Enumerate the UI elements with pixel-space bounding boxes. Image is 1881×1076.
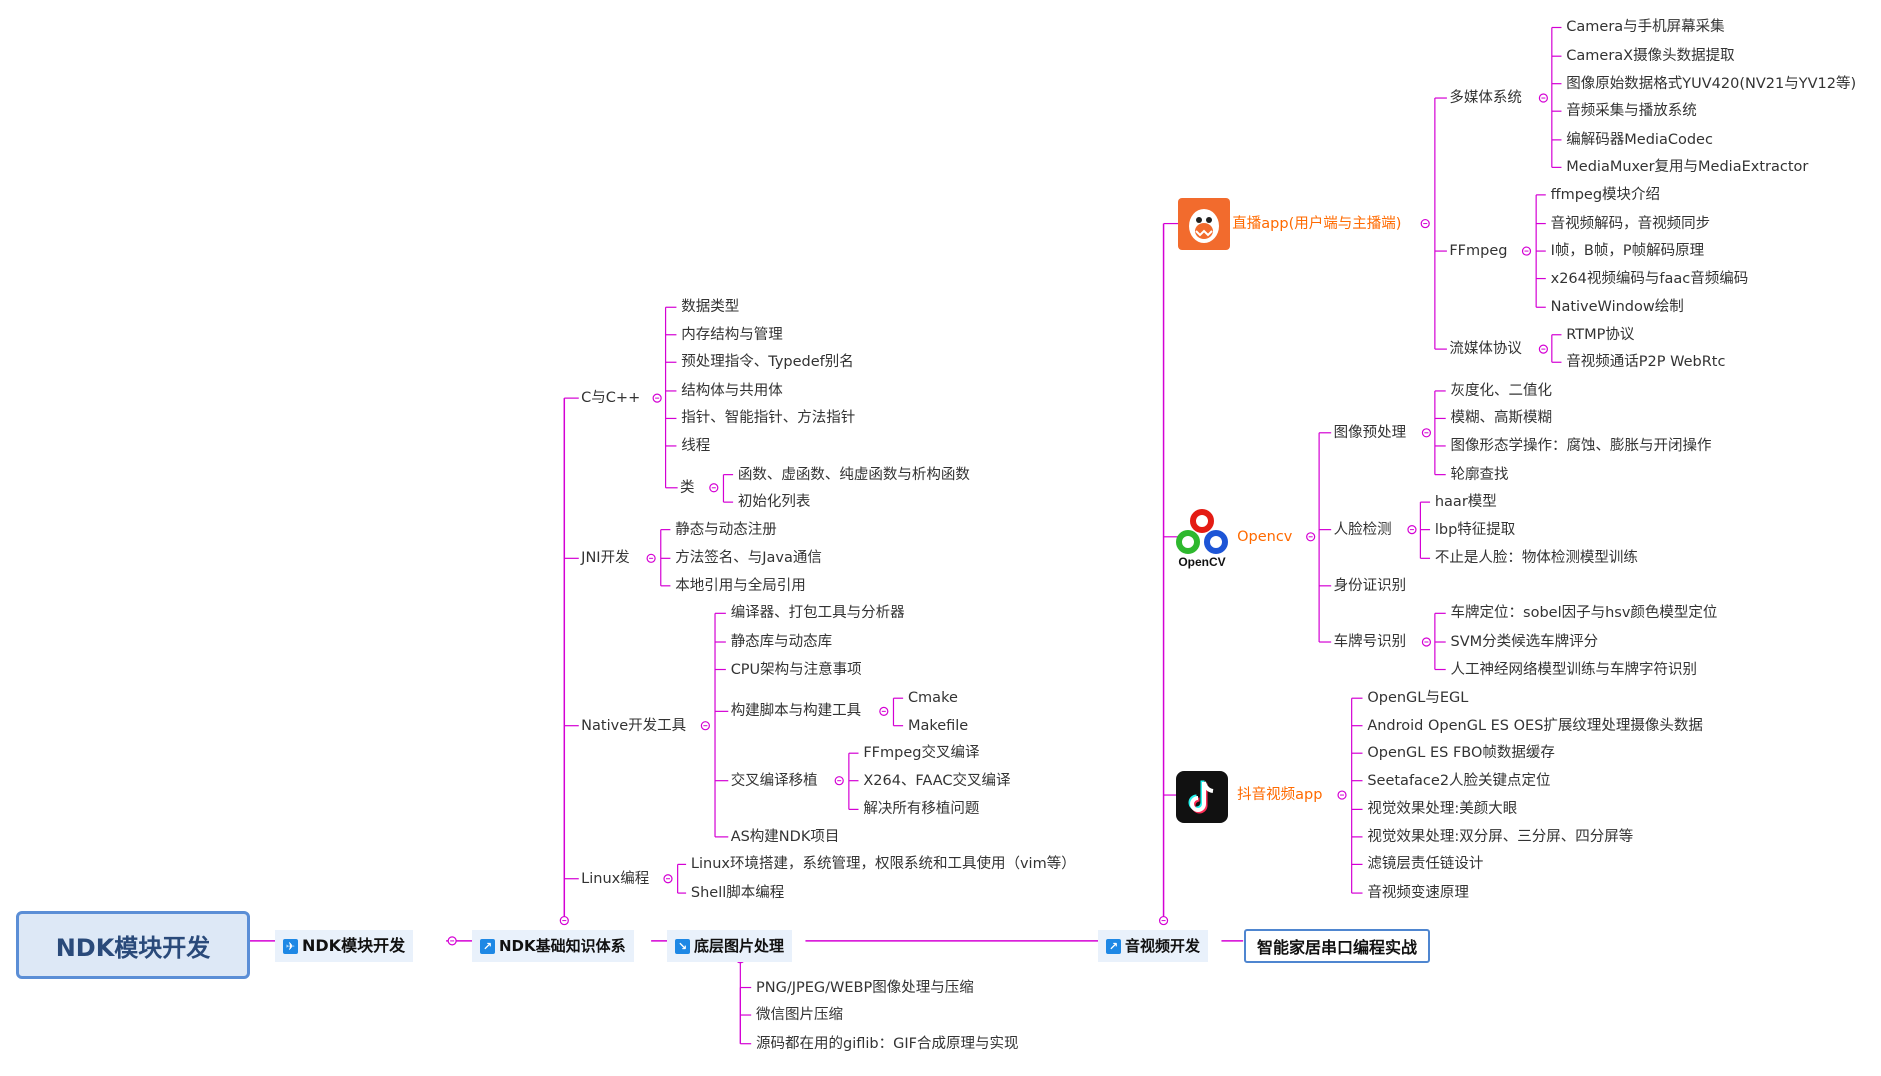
node-ndk-dev-label: NDK模块开发 bbox=[302, 936, 406, 955]
cpp-item[interactable]: 数据类型 bbox=[681, 299, 740, 316]
tiktok-icon bbox=[1176, 771, 1228, 823]
cpp-item[interactable]: 预处理指令、Typedef别名 bbox=[681, 354, 854, 371]
face-item[interactable]: haar模型 bbox=[1434, 494, 1497, 511]
ffmpeg-item[interactable]: NativeWindow绘制 bbox=[1550, 299, 1684, 316]
jni-item[interactable]: 静态与动态注册 bbox=[675, 521, 777, 538]
multimedia-item[interactable]: Camera与手机屏幕采集 bbox=[1566, 19, 1725, 36]
douyin-item[interactable]: 视觉效果处理:双分屏、三分屏、四分屏等 bbox=[1367, 828, 1634, 845]
native-tool-item[interactable]: CPU架构与注意事项 bbox=[730, 661, 862, 678]
node-smart-home[interactable]: 智能家居串口编程实战 bbox=[1244, 929, 1430, 963]
linux-item[interactable]: Linux环境搭建，系统管理，权限系统和工具使用（vim等） bbox=[690, 856, 1076, 873]
plane-icon: ✈ bbox=[283, 938, 298, 954]
node-face[interactable]: 人脸检测 bbox=[1333, 521, 1392, 538]
cross-item[interactable]: X264、FAAC交叉编译 bbox=[863, 772, 1011, 789]
node-native-tools[interactable]: Native开发工具 bbox=[581, 717, 687, 734]
node-av-dev-label: 音视频开发 bbox=[1125, 937, 1201, 955]
node-class[interactable]: 类 bbox=[680, 479, 695, 496]
douyin-item[interactable]: Android OpenGL ES OES扩展纹理处理摄像头数据 bbox=[1367, 717, 1703, 734]
multimedia-item[interactable]: 编解码器MediaCodec bbox=[1566, 131, 1713, 148]
opencv-logo-icon: OpenCV bbox=[1176, 509, 1228, 569]
jni-item[interactable]: 本地引用与全局引用 bbox=[675, 577, 806, 594]
stream-item[interactable]: RTMP协议 bbox=[1566, 326, 1635, 343]
preprocess-item[interactable]: 轮廓查找 bbox=[1450, 466, 1509, 483]
preprocess-item[interactable]: 灰度化、二值化 bbox=[1450, 382, 1553, 399]
ffmpeg-item[interactable]: I帧，B帧，P帧解码原理 bbox=[1550, 243, 1705, 260]
douyin-item[interactable]: 视觉效果处理:美颜大眼 bbox=[1367, 801, 1518, 818]
image-item[interactable]: PNG/JPEG/WEBP图像处理与压缩 bbox=[756, 979, 974, 996]
preprocess-item[interactable]: 图像形态学操作：腐蚀、膨胀与开闭操作 bbox=[1450, 437, 1712, 454]
root-node[interactable]: NDK模块开发 bbox=[16, 911, 250, 979]
build-item[interactable]: Cmake bbox=[907, 690, 958, 707]
node-build[interactable]: 构建脚本与构建工具 bbox=[730, 703, 862, 720]
plate-item[interactable]: 车牌定位：sobel因子与hsv颜色模型定位 bbox=[1450, 605, 1718, 622]
node-linux[interactable]: Linux编程 bbox=[581, 870, 650, 887]
node-image-processing[interactable]: ↘ 底层图片处理 bbox=[667, 930, 793, 962]
multimedia-item[interactable]: 音频采集与播放系统 bbox=[1566, 103, 1697, 120]
douyin-item[interactable]: 音视频变速原理 bbox=[1367, 885, 1469, 902]
image-item[interactable]: 微信图片压缩 bbox=[756, 1007, 844, 1024]
build-item[interactable]: Makefile bbox=[907, 717, 969, 734]
node-jni[interactable]: JNI开发 bbox=[581, 550, 630, 567]
node-plate[interactable]: 车牌号识别 bbox=[1333, 634, 1407, 650]
native-tool-item[interactable]: 编译器、打包工具与分析器 bbox=[730, 605, 905, 622]
douyin-item[interactable]: OpenGL与EGL bbox=[1367, 690, 1469, 707]
douyin-item[interactable]: OpenGL ES FBO帧数据缓存 bbox=[1367, 745, 1555, 762]
douyin-item[interactable]: Seetaface2人脸关键点定位 bbox=[1367, 772, 1551, 789]
shark-app-icon bbox=[1178, 198, 1230, 250]
opencv-logo-text: OpenCV bbox=[1178, 555, 1225, 569]
cross-item[interactable]: 解决所有移植问题 bbox=[863, 801, 980, 818]
plate-item[interactable]: SVM分类候选车牌评分 bbox=[1450, 634, 1599, 650]
arrow-up-right-icon: ↗ bbox=[1106, 938, 1121, 954]
cpp-item[interactable]: 结构体与共用体 bbox=[681, 382, 783, 399]
node-stream[interactable]: 流媒体协议 bbox=[1449, 341, 1522, 358]
face-item[interactable]: lbp特征提取 bbox=[1434, 521, 1516, 538]
stream-item[interactable]: 音视频通话P2P WebRtc bbox=[1566, 354, 1726, 371]
preprocess-item[interactable]: 模糊、高斯模糊 bbox=[1450, 410, 1553, 427]
cross-item[interactable]: FFmpeg交叉编译 bbox=[863, 745, 980, 762]
node-douyin[interactable]: 抖音视频app bbox=[1237, 787, 1323, 804]
image-item[interactable]: 源码都在用的giflib：GIF合成原理与实现 bbox=[756, 1035, 1019, 1052]
face-item[interactable]: 不止是人脸：物体检测模型训练 bbox=[1434, 550, 1638, 567]
ffmpeg-item[interactable]: 音视频解码，音视频同步 bbox=[1550, 215, 1711, 232]
cpp-item[interactable]: 指针、智能指针、方法指针 bbox=[681, 410, 856, 427]
node-preprocess[interactable]: 图像预处理 bbox=[1333, 424, 1407, 441]
plate-item[interactable]: 人工神经网络模型训练与车牌字符识别 bbox=[1450, 661, 1698, 678]
class-item[interactable]: 初始化列表 bbox=[737, 494, 811, 511]
cpp-item[interactable]: 线程 bbox=[681, 437, 711, 454]
arrow-up-right-icon: ↗ bbox=[480, 938, 495, 954]
node-ndk-dev[interactable]: ✈ NDK模块开发 bbox=[275, 930, 414, 962]
native-tool-item[interactable]: 静态库与动态库 bbox=[730, 634, 833, 650]
node-image-processing-label: 底层图片处理 bbox=[694, 937, 785, 955]
arrow-down-right-icon: ↘ bbox=[675, 938, 690, 954]
ffmpeg-item[interactable]: ffmpeg模块介绍 bbox=[1550, 186, 1661, 203]
douyin-item[interactable]: 滤镜层责任链设计 bbox=[1367, 856, 1484, 873]
multimedia-item[interactable]: MediaMuxer复用与MediaExtractor bbox=[1566, 159, 1809, 176]
multimedia-item[interactable]: CameraX摄像头数据提取 bbox=[1566, 48, 1735, 65]
class-item[interactable]: 函数、虚函数、纯虚函数与析构函数 bbox=[737, 466, 970, 483]
node-ndk-basic[interactable]: ↗ NDK基础知识体系 bbox=[472, 930, 634, 962]
multimedia-item[interactable]: 图像原始数据格式YUV420(NV21与YV12等) bbox=[1566, 75, 1857, 92]
node-av-dev[interactable]: ↗ 音视频开发 bbox=[1098, 930, 1209, 962]
node-live[interactable]: 直播app(用户端与主播端) bbox=[1232, 215, 1402, 232]
node-ndk-basic-label: NDK基础知识体系 bbox=[499, 937, 626, 955]
jni-item[interactable]: 方法签名、与Java通信 bbox=[675, 550, 822, 567]
cpp-item[interactable]: 内存结构与管理 bbox=[681, 326, 783, 343]
node-multimedia[interactable]: 多媒体系统 bbox=[1449, 90, 1522, 107]
node-opencv[interactable]: Opencv bbox=[1237, 528, 1293, 545]
node-ffmpeg[interactable]: FFmpeg bbox=[1449, 243, 1508, 260]
node-cpp[interactable]: C与C++ bbox=[581, 390, 641, 407]
node-as-ndk[interactable]: AS构建NDK项目 bbox=[730, 828, 840, 845]
node-id-card[interactable]: 身份证识别 bbox=[1333, 577, 1407, 594]
linux-item[interactable]: Shell脚本编程 bbox=[690, 885, 785, 902]
ffmpeg-item[interactable]: x264视频编码与faac音频编码 bbox=[1550, 270, 1749, 287]
node-cross[interactable]: 交叉编译移植 bbox=[730, 772, 818, 789]
